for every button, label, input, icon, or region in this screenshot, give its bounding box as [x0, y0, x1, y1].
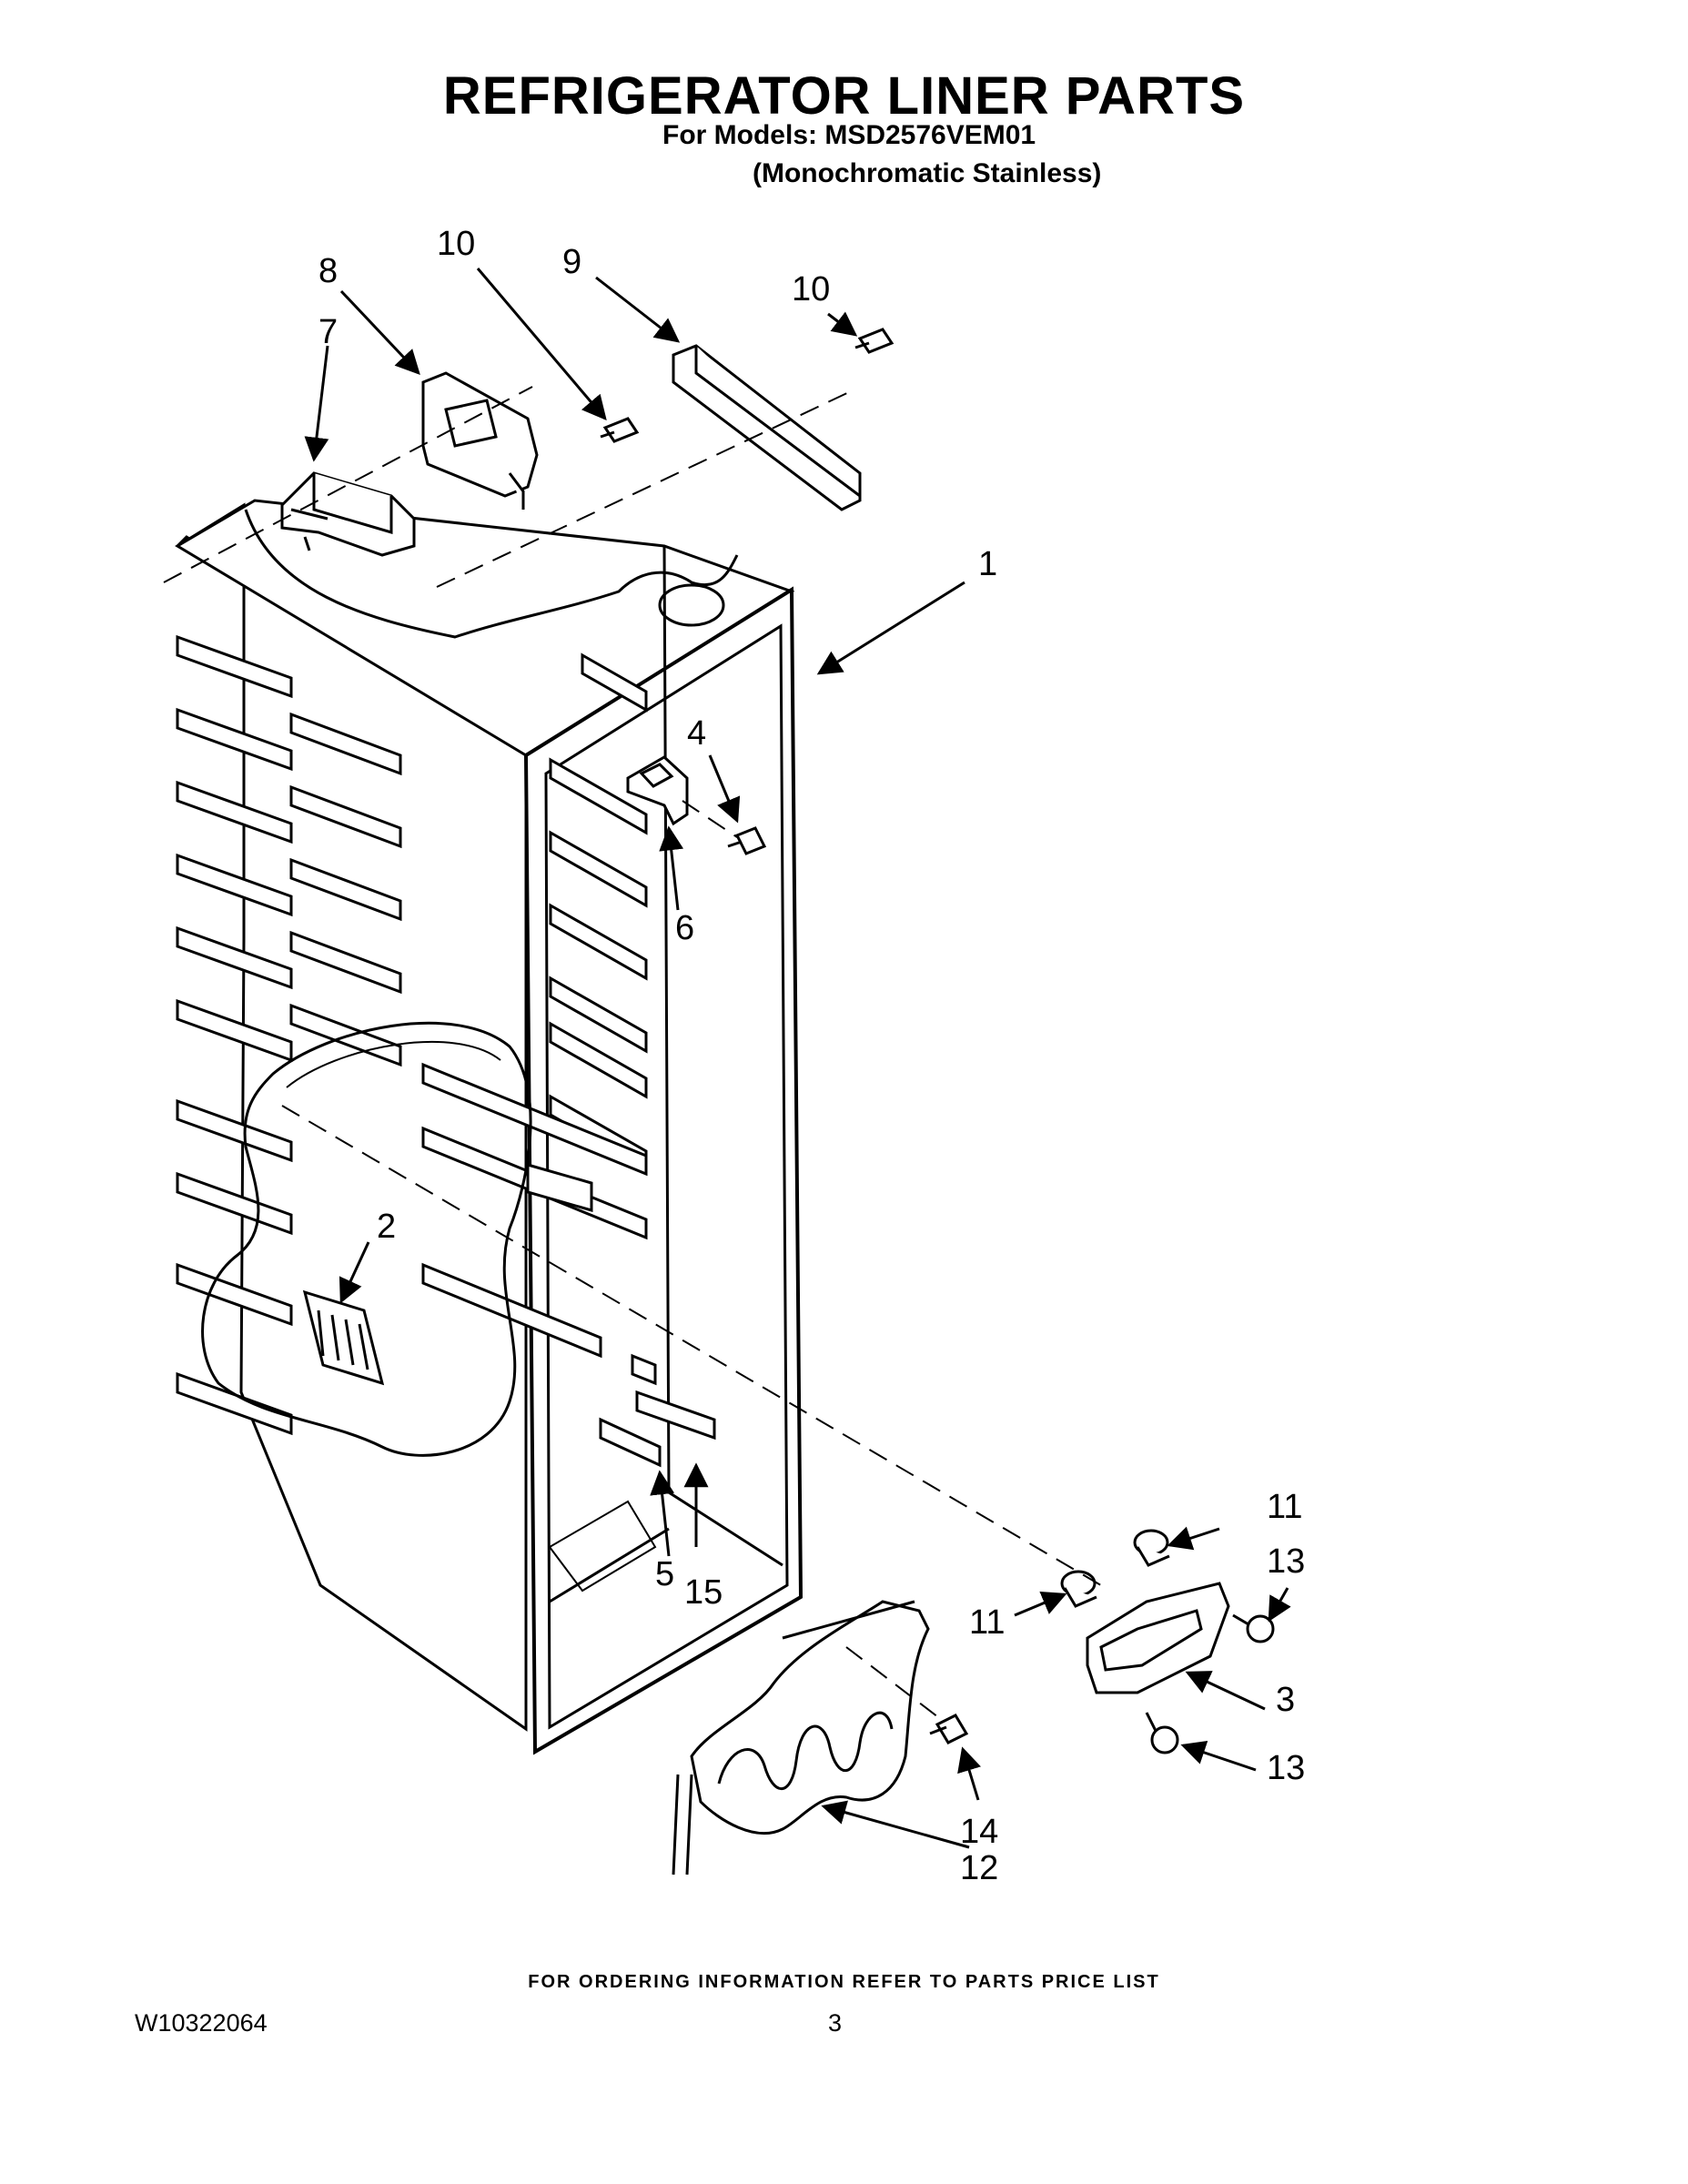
callout-6: 6 [675, 909, 694, 947]
evaporator-coil-part-12 [672, 1600, 930, 1876]
cap-part-13-upper [1232, 1613, 1275, 1643]
callout-11-lower: 11 [969, 1603, 1005, 1642]
strip-part-9 [672, 344, 862, 511]
callout-2: 2 [377, 1208, 396, 1246]
vent-grille-part-2 [302, 1289, 385, 1386]
ordering-note: FOR ORDERING INFORMATION REFER TO PARTS … [528, 1972, 1160, 1992]
plug-part-11-lower [1060, 1570, 1097, 1608]
callout-10-right: 10 [792, 270, 830, 308]
cap-part-13-lower [1145, 1712, 1179, 1754]
drain-housing-part-3 [1086, 1582, 1230, 1694]
callout-12: 12 [960, 1849, 998, 1887]
callout-5: 5 [655, 1555, 674, 1593]
callout-10-left: 10 [437, 225, 475, 263]
variant-line: (Monochromatic Stainless) [753, 158, 1102, 188]
cutaway-lower [201, 1021, 532, 1457]
callout-4: 4 [687, 714, 706, 753]
callout-3: 3 [1276, 1681, 1295, 1719]
plug-part-11-upper [1133, 1529, 1170, 1567]
screw-part-10-left [600, 417, 640, 443]
bracket-part-8 [421, 371, 539, 510]
strip-part-5 [599, 1417, 662, 1468]
callout-7: 7 [318, 313, 338, 351]
screw-part-14 [929, 1714, 969, 1744]
bracket-part-15 [631, 1353, 716, 1441]
callout-14: 14 [960, 1813, 998, 1851]
callout-9: 9 [562, 243, 581, 281]
callout-8: 8 [318, 252, 338, 290]
left-shelf-ribs [176, 634, 402, 1436]
callout-15: 15 [684, 1573, 723, 1612]
callout-1: 1 [978, 545, 997, 583]
leader-arrows [304, 268, 1291, 1849]
document-number: W10322064 [135, 2009, 268, 2037]
screw-part-10-right [854, 328, 895, 354]
right-shelf-ribs [421, 652, 648, 1359]
models-line: For Models: MSD2576VEM01 [662, 120, 1036, 150]
page-title: REFRIGERATOR LINER PARTS [442, 66, 1246, 126]
callout-13-upper: 13 [1267, 1542, 1305, 1581]
cutaway-top [244, 509, 739, 639]
control-housing-part-7 [280, 471, 416, 557]
alignment-lines [163, 386, 1107, 1721]
callout-labels: 1 2 3 4 5 6 7 8 9 10 10 11 11 12 13 13 1… [318, 225, 1305, 1887]
callout-11-upper: 11 [1267, 1488, 1302, 1526]
page-number: 3 [828, 2009, 843, 2037]
bracket-part-6 [626, 755, 689, 826]
screw-part-4 [727, 826, 767, 855]
callout-13-lower: 13 [1267, 1749, 1305, 1787]
top-vent-hole [658, 583, 725, 627]
